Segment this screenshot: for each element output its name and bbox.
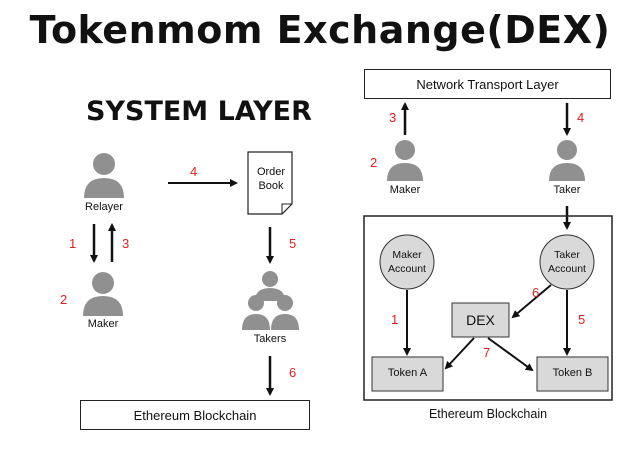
maker-person-icon-right bbox=[387, 140, 423, 181]
taker-account-line1: Taker bbox=[554, 249, 580, 261]
taker-account-line2: Account bbox=[548, 263, 586, 275]
dex-container bbox=[363, 215, 613, 401]
step-number: 4 bbox=[577, 110, 585, 125]
maker-account-node bbox=[379, 234, 435, 290]
taker-account-node bbox=[539, 234, 595, 290]
taker-label: Taker bbox=[553, 184, 581, 196]
step-number: 5 bbox=[578, 312, 586, 327]
step-number: 7 bbox=[483, 345, 491, 360]
dex-node bbox=[451, 302, 510, 338]
step-number: 6 bbox=[289, 365, 297, 380]
relayer-person-icon bbox=[84, 153, 124, 198]
main-title: Tokenmom Exchange(DEX) bbox=[29, 8, 611, 52]
token-a-node bbox=[371, 356, 444, 392]
dex-label: DEX bbox=[466, 312, 495, 328]
step-number: 2 bbox=[370, 155, 378, 170]
step-number: 5 bbox=[289, 236, 297, 251]
transport-layer-box: Network Transport Layer bbox=[364, 69, 611, 99]
maker-label: Maker bbox=[87, 318, 119, 330]
step-number: 6 bbox=[532, 285, 540, 300]
right-blockchain-label: Ethereum Blockchain bbox=[428, 407, 548, 421]
maker-account-line2: Account bbox=[388, 263, 426, 275]
takers-group-icon bbox=[242, 271, 299, 330]
maker-account-line1: Maker bbox=[392, 249, 422, 261]
arrow-7-dex-to-token-a bbox=[444, 337, 475, 370]
maker-person-icon bbox=[83, 272, 123, 316]
left-blockchain-label: Ethereum Blockchain bbox=[133, 407, 257, 423]
step-number: 3 bbox=[122, 236, 130, 251]
system-layer-title: SYSTEM LAYER bbox=[86, 96, 312, 127]
token-a-label: Token A bbox=[387, 367, 428, 379]
arrow-7-dex-to-token-b bbox=[487, 337, 534, 372]
step-number: 2 bbox=[60, 292, 68, 307]
order-book-icon bbox=[247, 151, 293, 215]
order-book-line2: Book bbox=[258, 180, 284, 192]
left-blockchain-box: Ethereum Blockchain bbox=[80, 400, 310, 430]
step-number: 1 bbox=[69, 236, 77, 251]
token-b-label: Token B bbox=[552, 367, 593, 379]
taker-person-icon bbox=[549, 140, 585, 181]
transport-layer-label: Network Transport Layer bbox=[416, 76, 559, 92]
maker-label-right: Maker bbox=[389, 184, 421, 196]
step-number: 4 bbox=[190, 164, 198, 179]
takers-label: Takers bbox=[253, 333, 287, 345]
arrow-6-taker-account-to-dex bbox=[511, 284, 552, 319]
relayer-label: Relayer bbox=[85, 201, 123, 213]
order-book-line1: Order bbox=[256, 166, 286, 178]
page-fold bbox=[281, 203, 292, 214]
token-b-node bbox=[536, 356, 609, 392]
step-number: 3 bbox=[389, 110, 397, 125]
step-number: 1 bbox=[391, 312, 399, 327]
